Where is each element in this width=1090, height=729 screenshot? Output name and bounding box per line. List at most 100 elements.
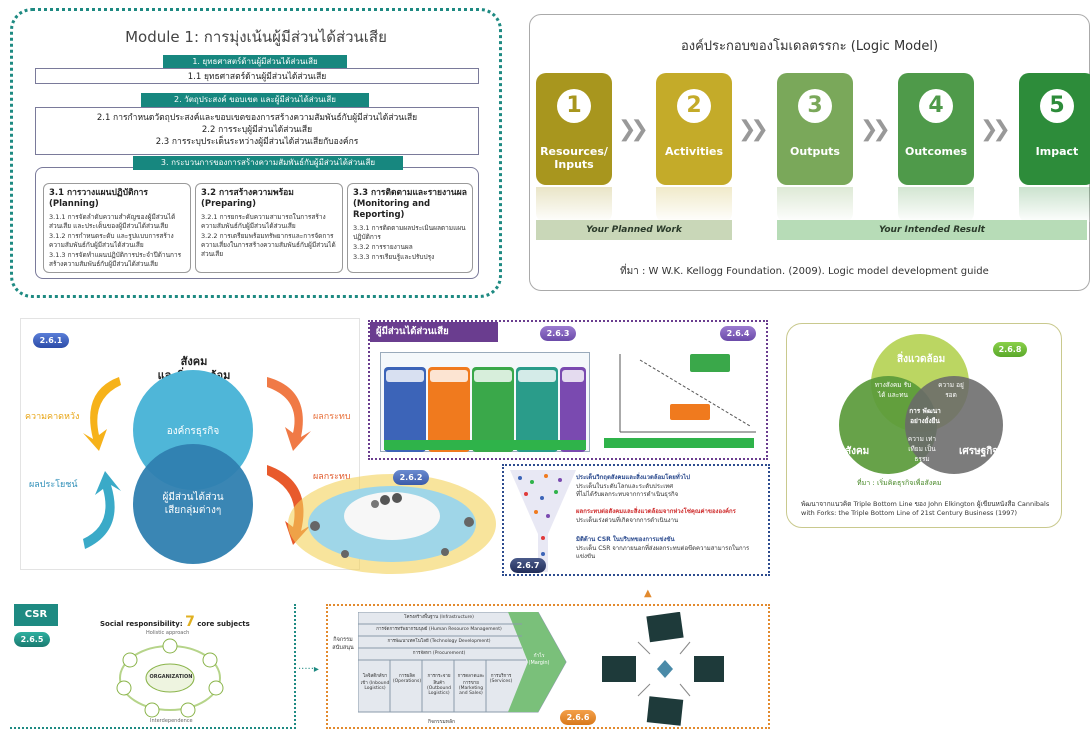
- stakeholder-analysis-panel: ผู้มีส่วนได้ส่วนเสีย 2.6.3 2.6.4: [368, 320, 768, 460]
- csr-title-a: Social responsibility:: [100, 620, 186, 628]
- badge-2-6-7: 2.6.7: [510, 558, 546, 573]
- step-label: Outcomes: [905, 145, 967, 158]
- logic-step-resources: 1 Resources/ Inputs: [536, 73, 612, 185]
- impact-label: ผลกระทบ: [313, 472, 351, 482]
- cycle-diagram: [602, 612, 724, 726]
- section1-text: 1.1 ยุทธศาสตร์ด้านผู้มีส่วนได้ส่วนเสีย: [187, 72, 327, 82]
- support-row: โครงสร้างพื้นฐาน (Infrastructure): [404, 615, 474, 620]
- overlap-social-eco: ความ เท่าเทียม เป็นธรรม: [907, 435, 937, 463]
- planning-box: 3.1 การวางแผนปฏิบัติการ (Planning) 3.1.1…: [43, 183, 191, 273]
- value-chain-panel: กิจกรรมสนับสนุน โครงสร้างพื้นฐาน (Infras…: [326, 604, 770, 729]
- expectation-arrow: [83, 377, 121, 451]
- csr-title-num: 7: [185, 614, 195, 630]
- value-chain-diagram: [358, 612, 567, 713]
- logic-step-outcomes: 4 Outcomes: [898, 73, 974, 185]
- stakeholder-relationship-panel: 2.6.1 สังคม และสิ่งแวดล้อม องค์กรธุรกิจ …: [20, 318, 360, 570]
- csr-funnel-panel: ประเด็นวิกฤตสังคมและสิ่งแวดล้อมโดยทั่วไป…: [502, 464, 770, 576]
- support-row: การจัดการทรัพยากรมนุษย์ (Human Resource …: [376, 627, 502, 632]
- step-reflection: [898, 187, 974, 223]
- stakeholder-tag: ผู้มีส่วนได้ส่วนเสีย: [370, 322, 498, 342]
- module1-title: Module 1: การมุ่งเน้นผู้มีส่วนได้ส่วนเสี…: [125, 28, 387, 46]
- planning-item: 3.1.3 การจัดทำแผนปฏิบัติการประจำปีด้านกา…: [49, 251, 182, 268]
- preparing-box: 3.2 การสร้างความพร้อม (Preparing) 3.2.1 …: [195, 183, 343, 273]
- core-subjects-ring: [116, 638, 224, 718]
- primary-activity: การบริการ (Services): [489, 674, 513, 684]
- badge-2-6-8: 2.6.8: [993, 342, 1027, 357]
- primary-activity: การผลิต (Operations): [392, 674, 422, 684]
- support-activities-label: กิจกรรมสนับสนุน: [332, 637, 354, 651]
- chart-column: [384, 367, 426, 452]
- impact-label: ผลกระทบ: [313, 412, 351, 422]
- section2-line: 2.2 การระบุผู้มีส่วนได้ส่วนเสีย: [201, 125, 313, 135]
- badge-2-6-4: 2.6.4: [720, 326, 756, 341]
- csr-title-b: core subjects: [194, 620, 250, 628]
- triple-bottom-line-panel: 2.6.8 สิ่งแวดล้อม สังคม เศรษฐกิจ ทางสังค…: [786, 323, 1062, 528]
- benefit-label: ผลประโยชน์: [29, 480, 78, 490]
- primary-activity: การตลาดและการขาย (Marketing and Sales): [457, 674, 485, 696]
- margin-label: กำไร (Margin): [528, 653, 550, 666]
- business-label: องค์กรธุรกิจ: [166, 426, 220, 437]
- chevron-icon: ❯❯: [738, 117, 769, 142]
- monitoring-item: 3.3.2 การรายงานผล: [353, 243, 413, 251]
- step-label: Impact: [1035, 145, 1079, 158]
- logic-step-impact: 5 Impact: [1019, 73, 1090, 185]
- funnel-level-2-sub: ประเด็นเร่งด่วนที่เกิดจากการดำเนินงาน: [576, 517, 679, 524]
- chevron-icon: ❯❯: [618, 117, 649, 142]
- support-row: การจัดหา (Procurement): [412, 651, 466, 656]
- funnel-diagram: [510, 470, 576, 572]
- environment-label: สิ่งแวดล้อม: [897, 354, 946, 365]
- relationship-diagram: [83, 370, 311, 564]
- economy-circle: [905, 376, 1003, 474]
- organization-label: ORGANIZATION: [149, 674, 193, 680]
- up-arrow-icon: ▲: [644, 588, 652, 599]
- badge-2-6-3: 2.6.3: [540, 326, 576, 341]
- step-number: 3: [798, 89, 832, 123]
- overlap-social-env: ทางสังคม รับได้ และทน: [874, 381, 912, 399]
- primary-activity: โลจิสติกส์ขาเข้า (Inbound Logistics): [360, 674, 390, 691]
- csr-tab: CSR: [14, 604, 58, 626]
- logic-model-source: ที่มา : W W.K. Kellogg Foundation. (2009…: [620, 266, 989, 277]
- stakeholder-matrix: [604, 354, 756, 448]
- preparing-item: 3.2.1 การยกระดับความสามารถในการสร้างความ…: [201, 213, 326, 230]
- chart-column: [472, 367, 514, 452]
- logic-step-activities: 2 Activities: [656, 73, 732, 185]
- chart-column: [428, 367, 470, 452]
- section2-line: 2.3 การระบุประเด็นระหว่างผู้มีส่วนได้ส่ว…: [155, 137, 359, 147]
- interdependence-label: Interdependence: [150, 718, 193, 724]
- step-number: 2: [677, 89, 711, 123]
- section1-bar: 1. ยุทธศาสตร์ด้านผู้มีส่วนได้ส่วนเสีย: [163, 55, 347, 69]
- logic-model-title: องค์ประกอบของโมเดลตรรกะ (Logic Model): [680, 39, 939, 54]
- funnel-level-3-sub: ประเด็น CSR จากภายนอกที่ส่งผลกระทบต่อขีด…: [576, 545, 750, 560]
- logic-step-outputs: 3 Outputs: [777, 73, 853, 185]
- funnel-level-1-sub: ประเด็นในระดับโลกและระดับประเทศ: [576, 483, 674, 490]
- funnel-level-1-sub: ที่ไม่ได้รับผลกระทบจากการดำเนินธุรกิจ: [576, 491, 679, 498]
- overlap-eco-env: ความ อยู่รอด: [938, 381, 964, 399]
- preparing-item: 3.2.2 การเตรียมพร้อมทรัพยากรและการจัดการ…: [201, 232, 336, 258]
- planned-work-bar: Your Planned Work: [536, 220, 732, 240]
- chevron-icon: ❯❯: [860, 117, 891, 142]
- funnel-level-1: ประเด็นวิกฤตสังคมและสิ่งแวดล้อมโดยทั่วไป: [576, 474, 690, 481]
- section2-box: 2.1 การกำหนดวัตถุประสงค์และขอบเขตของการส…: [35, 107, 479, 155]
- planning-item: 3.1.1 การจัดลำดับความสำคัญของผู้มีส่วนได…: [49, 213, 176, 230]
- holistic-approach-label: Holistic approach: [146, 630, 190, 636]
- badge-2-6-2: 2.6.2: [393, 470, 429, 485]
- expectation-label: ความคาดหวัง: [25, 412, 80, 422]
- monitoring-item: 3.3.1 การติดตามผลประเมินผลตามแผนปฏิบัติก…: [353, 224, 466, 241]
- section3-bar: 3. กระบวนการของการสร้างความสัมพันธ์กับผู…: [133, 156, 403, 170]
- monitoring-item: 3.3.3 การเรียนรู้และปรับปรุง: [353, 253, 435, 261]
- section2-line: 2.1 การกำหนดวัตถุประสงค์และขอบเขตของการส…: [96, 113, 418, 123]
- logic-model-panel: องค์ประกอบของโมเดลตรรกะ (Logic Model) 1 …: [529, 14, 1090, 291]
- stakeholder-ellipse: [288, 474, 496, 574]
- intended-result-bar: Your Intended Result: [777, 220, 1087, 240]
- chart-column: [560, 367, 586, 452]
- step-reflection: [1019, 187, 1090, 223]
- csr-core-subjects-title: Social responsibility: 7 core subjects: [100, 614, 250, 630]
- step-reflection: [777, 187, 853, 223]
- step-label: Activities: [664, 145, 724, 158]
- connector-arrow: ·····▸: [298, 664, 319, 675]
- planning-item: 3.1.2 การกำหนดระดับ และรูปแบบการสร้างควา…: [49, 232, 174, 249]
- impact-arrow-top: [267, 377, 311, 451]
- base-bar: [384, 440, 586, 450]
- module1-panel: Module 1: การมุ่งเน้นผู้มีส่วนได้ส่วนเสี…: [10, 8, 502, 298]
- funnel-level-3: มิติด้าน CSR ในบริบทของการแข่งขัน: [576, 536, 675, 543]
